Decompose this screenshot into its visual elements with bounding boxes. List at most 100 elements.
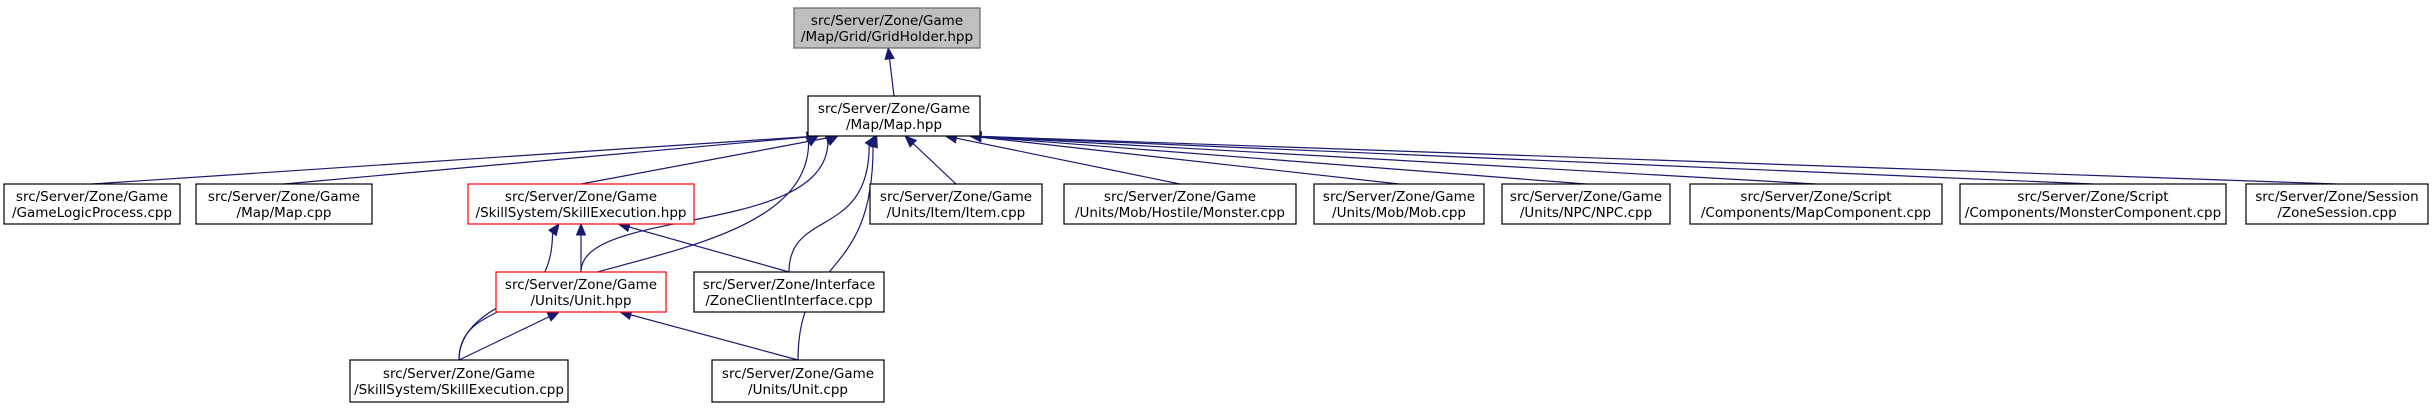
node-label-line: src/Server/Zone/Script [1740, 189, 1891, 205]
node-zone-client-interface[interactable]: src/Server/Zone/Interface/ZoneClientInte… [693, 271, 885, 313]
node-box [711, 359, 885, 403]
node-label-line: src/Server/Zone/Game [818, 101, 970, 117]
node-label-line: src/Server/Zone/Game [16, 189, 168, 205]
node-label-line: /Units/Mob/Hostile/Monster.cpp [1075, 205, 1285, 221]
node-box [1313, 183, 1485, 225]
node-label-line: /Units/NPC/NPC.cpp [1520, 205, 1652, 221]
node-box [1501, 183, 1671, 225]
edge-line [628, 226, 790, 273]
node-map-component[interactable]: src/Server/Zone/Script/Components/MapCom… [1689, 183, 1943, 225]
node-label-line: src/Server/Zone/Game [383, 366, 535, 382]
edge-layer [91, 46, 2338, 361]
node-label-line: /SkillSystem/SkillExecution.hpp [476, 205, 687, 221]
node-grid-holder[interactable]: src/Server/Zone/Game/Map/Grid/GridHolder… [793, 7, 981, 49]
node-label-line: /GameLogicProcess.cpp [12, 205, 172, 221]
node-box [793, 7, 981, 49]
dependency-edge [968, 131, 2338, 185]
node-label-line: src/Server/Zone/Game [811, 13, 963, 29]
edge-line [956, 137, 1181, 185]
node-label-line: /ZoneSession.cpp [2277, 205, 2396, 221]
arrow-head-icon [867, 134, 878, 149]
dependency-edge [458, 135, 820, 361]
node-label-line: src/Server/Zone/Interface [703, 277, 875, 293]
edge-line [91, 136, 808, 185]
node-skill-exec-hpp[interactable]: src/Server/Zone/Game/SkillSystem/SkillEx… [467, 183, 695, 225]
arrow-head-icon [546, 311, 561, 322]
dependency-edge [884, 46, 895, 97]
edge-line [580, 141, 829, 273]
edge-line [912, 143, 957, 185]
node-monster-component[interactable]: src/Server/Zone/Script/Components/Monste… [1959, 183, 2227, 225]
dependency-edge [968, 131, 2094, 185]
node-skill-exec-cpp[interactable]: src/Server/Zone/Game/SkillSystem/SkillEx… [349, 359, 569, 403]
node-label-line: src/Server/Zone/Game [1104, 189, 1256, 205]
node-box [495, 271, 667, 313]
node-label-line: /SkillSystem/SkillExecution.cpp [354, 382, 564, 398]
dependency-edge [575, 222, 587, 272]
edge-line [630, 314, 799, 361]
dependency-edge [283, 131, 820, 185]
node-label-line: /Components/MapComponent.cpp [1701, 205, 1931, 221]
node-label-line: src/Server/Zone/Game [505, 277, 657, 293]
edge-line [458, 141, 810, 361]
node-label-line: src/Server/Zone/Script [2017, 189, 2168, 205]
arrow-head-icon [904, 135, 918, 148]
node-monster-cpp[interactable]: src/Server/Zone/Game/Units/Mob/Hostile/M… [1063, 183, 1297, 225]
node-box [3, 183, 181, 225]
edge-line [283, 136, 808, 185]
node-label-line: src/Server/Zone/Game [880, 189, 1032, 205]
edge-line [458, 316, 550, 361]
node-label-line: /ZoneClientInterface.cpp [705, 293, 872, 309]
node-label-line: /Units/Unit.hpp [530, 293, 631, 309]
arrow-head-icon [805, 135, 820, 147]
dependency-edge [458, 311, 561, 361]
node-label-line: /Map/Grid/GridHolder.hpp [801, 29, 973, 45]
node-item-cpp[interactable]: src/Server/Zone/Game/Units/Item/Item.cpp [869, 183, 1043, 225]
arrow-head-icon [884, 46, 895, 61]
edge-line [788, 145, 870, 273]
dependency-edge [618, 309, 799, 361]
node-label-line: /Units/Mob/Mob.cpp [1332, 205, 1466, 221]
dependency-edge [788, 134, 876, 273]
node-box [693, 271, 885, 313]
edge-line [980, 135, 2338, 185]
node-npc-cpp[interactable]: src/Server/Zone/Game/Units/NPC/NPC.cpp [1501, 183, 1671, 225]
dependency-edge [580, 132, 839, 185]
node-box [1689, 183, 1943, 225]
node-label-line: src/Server/Zone/Session [2255, 189, 2419, 205]
edge-line [797, 146, 874, 361]
node-map-cpp[interactable]: src/Server/Zone/Game/Map/Map.cpp [195, 183, 373, 225]
edge-line [980, 136, 1587, 185]
node-box [2245, 183, 2429, 225]
node-label-line: src/Server/Zone/Game [1510, 189, 1662, 205]
node-game-logic[interactable]: src/Server/Zone/Game/GameLogicProcess.cp… [3, 183, 181, 225]
node-box [807, 95, 981, 137]
node-label-line: /Units/Unit.cpp [748, 382, 848, 398]
node-layer: src/Server/Zone/Game/Map/Grid/GridHolder… [3, 7, 2429, 403]
edge-line [980, 136, 1400, 185]
node-mob-cpp[interactable]: src/Server/Zone/Game/Units/Mob/Mob.cpp [1313, 183, 1485, 225]
node-label-line: /Components/MonsterComponent.cpp [1965, 205, 2221, 221]
node-label-line: /Map/Map.hpp [846, 117, 942, 133]
node-box [1063, 183, 1297, 225]
node-label-line: src/Server/Zone/Game [208, 189, 360, 205]
edge-line [980, 136, 1817, 185]
node-box [869, 183, 1043, 225]
node-unit-hpp[interactable]: src/Server/Zone/Game/Units/Unit.hpp [495, 271, 667, 313]
node-box [195, 183, 373, 225]
arrow-head-icon [575, 222, 587, 236]
node-box [349, 359, 569, 403]
edge-line [580, 137, 827, 185]
node-zone-session[interactable]: src/Server/Zone/Session/ZoneSession.cpp [2245, 183, 2429, 225]
edge-line [888, 58, 895, 97]
dependency-edge [797, 134, 878, 361]
dependency-edge [904, 135, 957, 185]
node-label-line: src/Server/Zone/Game [1323, 189, 1475, 205]
node-label-line: src/Server/Zone/Game [505, 189, 657, 205]
dependency-edge [91, 131, 820, 185]
node-box [467, 183, 695, 225]
arrow-head-icon [548, 222, 560, 237]
node-unit-cpp[interactable]: src/Server/Zone/Game/Units/Unit.cpp [711, 359, 885, 403]
node-map-hpp[interactable]: src/Server/Zone/Game/Map/Map.hpp [807, 95, 981, 137]
